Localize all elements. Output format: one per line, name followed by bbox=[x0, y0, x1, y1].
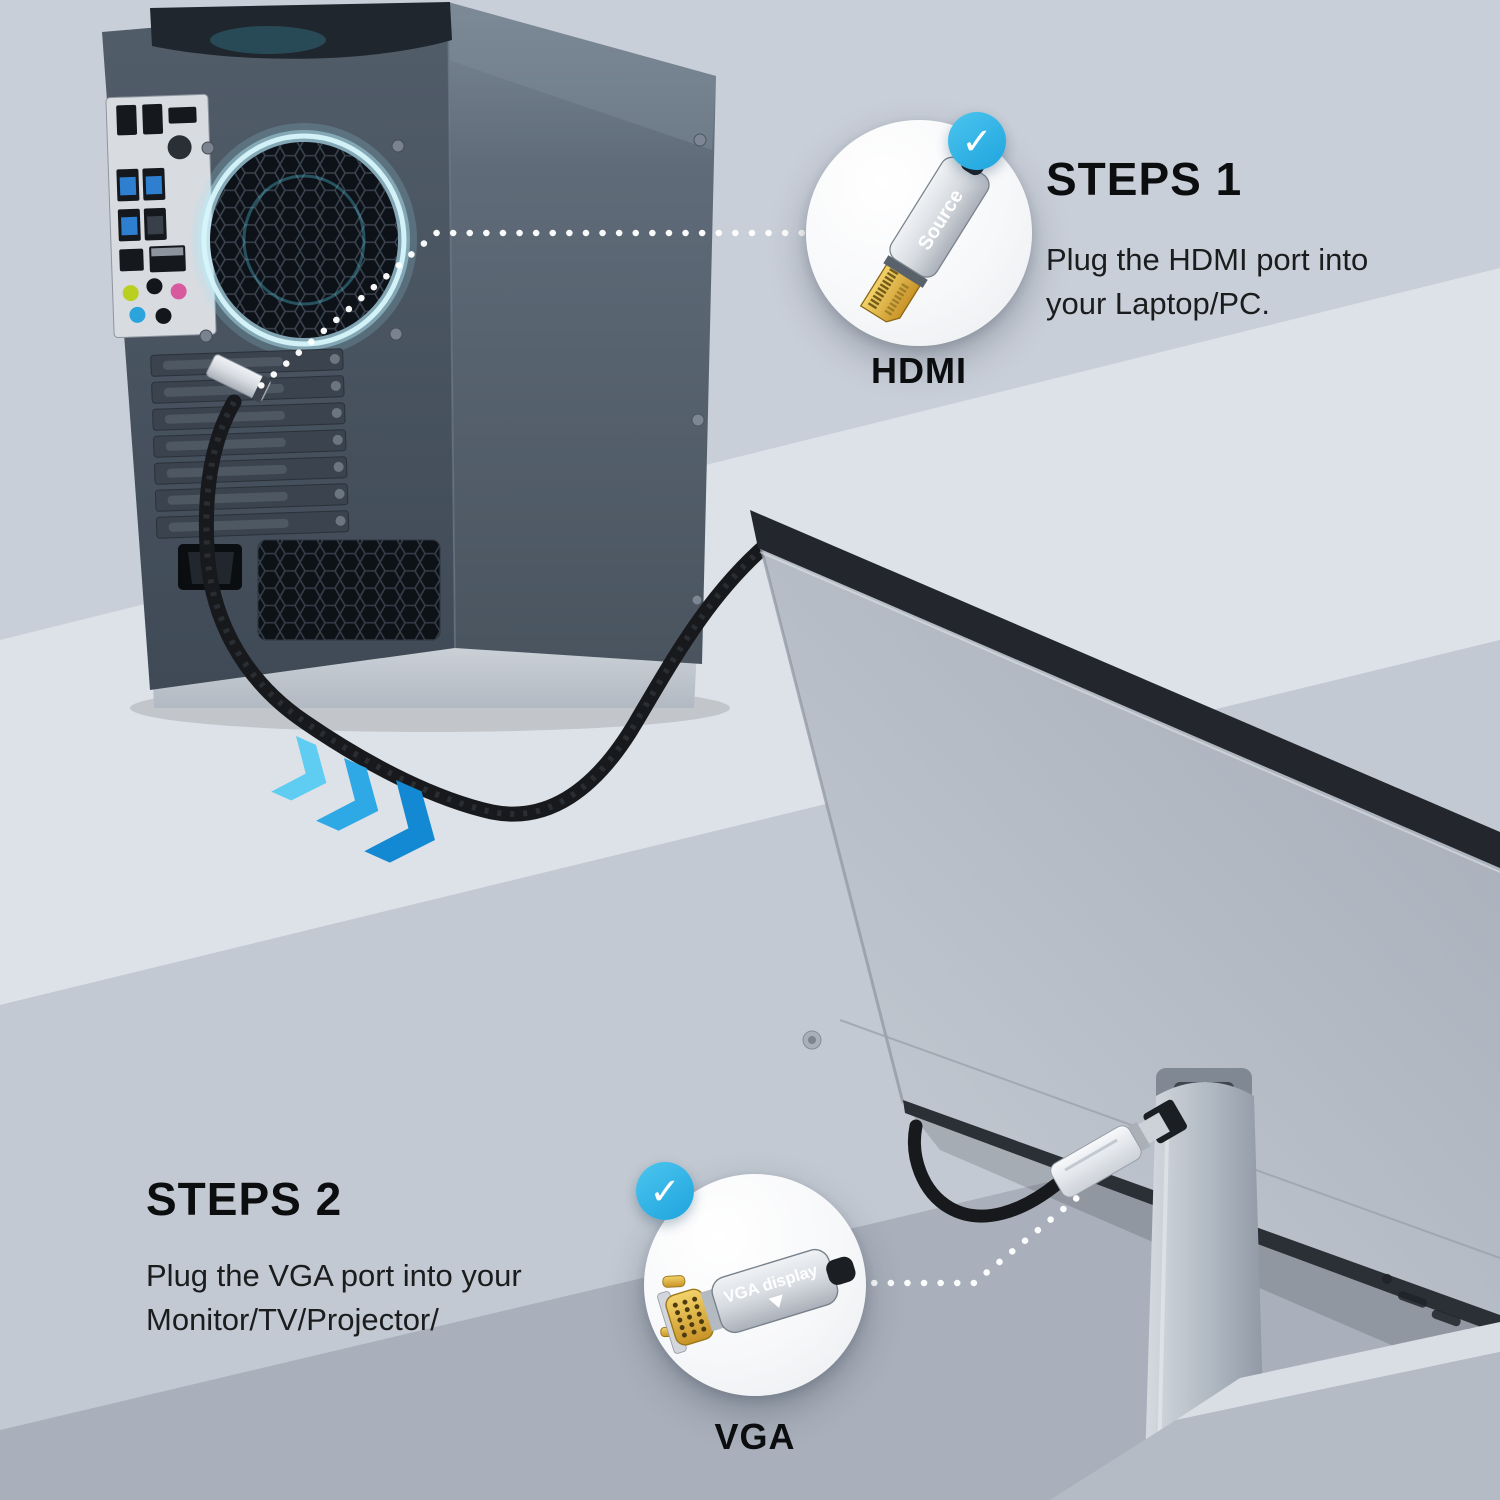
vga-label: VGA bbox=[714, 1416, 796, 1457]
check-badge-vga: ✓ bbox=[636, 1162, 694, 1220]
triangle-down-icon bbox=[768, 1294, 783, 1308]
hdmi-pins bbox=[867, 268, 909, 316]
fan-inner-glow bbox=[242, 174, 366, 306]
side-panel-sheen bbox=[448, 2, 716, 150]
dotted-connector-line-hdmi bbox=[252, 229, 922, 394]
screw-icon bbox=[389, 327, 403, 341]
check-badge-hdmi: ✓ bbox=[948, 112, 1006, 170]
steps2-title: STEPS 2 bbox=[146, 1173, 343, 1225]
bezel-highlight bbox=[759, 551, 1500, 873]
ethernet-tab bbox=[151, 247, 184, 257]
hdmi-connector-at-pc bbox=[206, 354, 272, 403]
hdmi-vga-cable bbox=[198, 394, 780, 822]
vga-pins bbox=[672, 1296, 707, 1338]
vga-cable-stub bbox=[826, 1256, 856, 1285]
audio-jack bbox=[129, 306, 146, 323]
monitor-top-bezel bbox=[750, 510, 1500, 868]
bios-button bbox=[168, 106, 197, 124]
steps2-body: Plug the VGA port into your Monitor/TV/P… bbox=[146, 1258, 522, 1338]
vga-adapter-assembly bbox=[908, 1099, 1187, 1223]
stand-base-top bbox=[1176, 1322, 1500, 1420]
hdmi-plug-illustration: Source bbox=[859, 146, 990, 323]
hdmi-plug-band bbox=[251, 375, 272, 403]
checkmark-icon: ✓ bbox=[961, 120, 993, 162]
flow-arrows bbox=[271, 736, 435, 863]
vga-plug-illustration: VGA display bbox=[657, 1248, 856, 1354]
audio-jack bbox=[122, 285, 139, 302]
fan-grille bbox=[191, 123, 417, 357]
adapter-body bbox=[1050, 1125, 1142, 1198]
adapter-detail-line bbox=[1064, 1138, 1118, 1172]
chevron-arrow-icon bbox=[364, 780, 435, 863]
dotted-guides bbox=[252, 229, 1088, 1287]
screw-icon bbox=[199, 329, 213, 343]
panel-edge bbox=[447, 1, 456, 649]
monitor-left-edge bbox=[750, 511, 905, 1104]
usb3-tab bbox=[121, 216, 138, 236]
vga-collar bbox=[1126, 1121, 1151, 1153]
hdmi-collar bbox=[883, 255, 928, 288]
bottom-vent-honeycomb bbox=[258, 540, 440, 640]
audio-jack bbox=[146, 278, 163, 295]
vga-callout-circle: VGA display bbox=[644, 1174, 866, 1396]
screw-icon bbox=[201, 141, 215, 155]
usb-port bbox=[116, 104, 138, 136]
usb-tab bbox=[147, 215, 164, 235]
hdmi-plug-shell bbox=[206, 354, 271, 402]
screw-icon bbox=[691, 413, 705, 427]
rog-logo bbox=[167, 135, 192, 160]
audio-jack bbox=[155, 307, 172, 324]
tower-side-panel bbox=[448, 2, 716, 664]
cable-braid-texture bbox=[203, 400, 774, 818]
band-light bbox=[0, 268, 1500, 1005]
screw-icon bbox=[691, 594, 703, 606]
power-and-vent bbox=[178, 539, 441, 641]
monitor bbox=[750, 510, 1500, 1500]
dotted-connector-line-vga bbox=[754, 1188, 1088, 1287]
screw-icon bbox=[391, 139, 405, 153]
chevron-arrow-icon bbox=[316, 758, 379, 831]
chevron-arrow-icon bbox=[271, 736, 327, 801]
steps1-title: STEPS 1 bbox=[1046, 153, 1243, 205]
adapter-cable bbox=[908, 1119, 1064, 1223]
vga-collar bbox=[700, 1288, 725, 1332]
monitor-back bbox=[752, 512, 1500, 1320]
stand-base-front bbox=[1050, 1352, 1500, 1500]
steps1-body: Plug the HDMI port into your Laptop/PC. bbox=[1046, 242, 1369, 322]
checkmark-icon: ✓ bbox=[649, 1170, 681, 1212]
audio-jack bbox=[170, 283, 187, 300]
top-handle-opening bbox=[150, 2, 452, 59]
fan-honeycomb bbox=[210, 142, 398, 338]
hdmi-label: HDMI bbox=[871, 350, 967, 391]
screw-icon bbox=[693, 133, 707, 147]
usb3-tab bbox=[119, 176, 137, 196]
pc-tower bbox=[102, 1, 730, 732]
pci-screws bbox=[329, 353, 346, 526]
vesa-screw-hole-inner bbox=[808, 1036, 816, 1044]
usb3-tab bbox=[145, 175, 163, 195]
io-panel bbox=[105, 93, 217, 339]
optical-port bbox=[119, 248, 144, 272]
cyan-glow-ring bbox=[201, 133, 407, 347]
vga-thumbscrew bbox=[662, 1275, 686, 1288]
hdmi-callout-circle: Source bbox=[806, 120, 1032, 346]
usb-port bbox=[142, 103, 164, 135]
top-glow bbox=[210, 26, 326, 54]
